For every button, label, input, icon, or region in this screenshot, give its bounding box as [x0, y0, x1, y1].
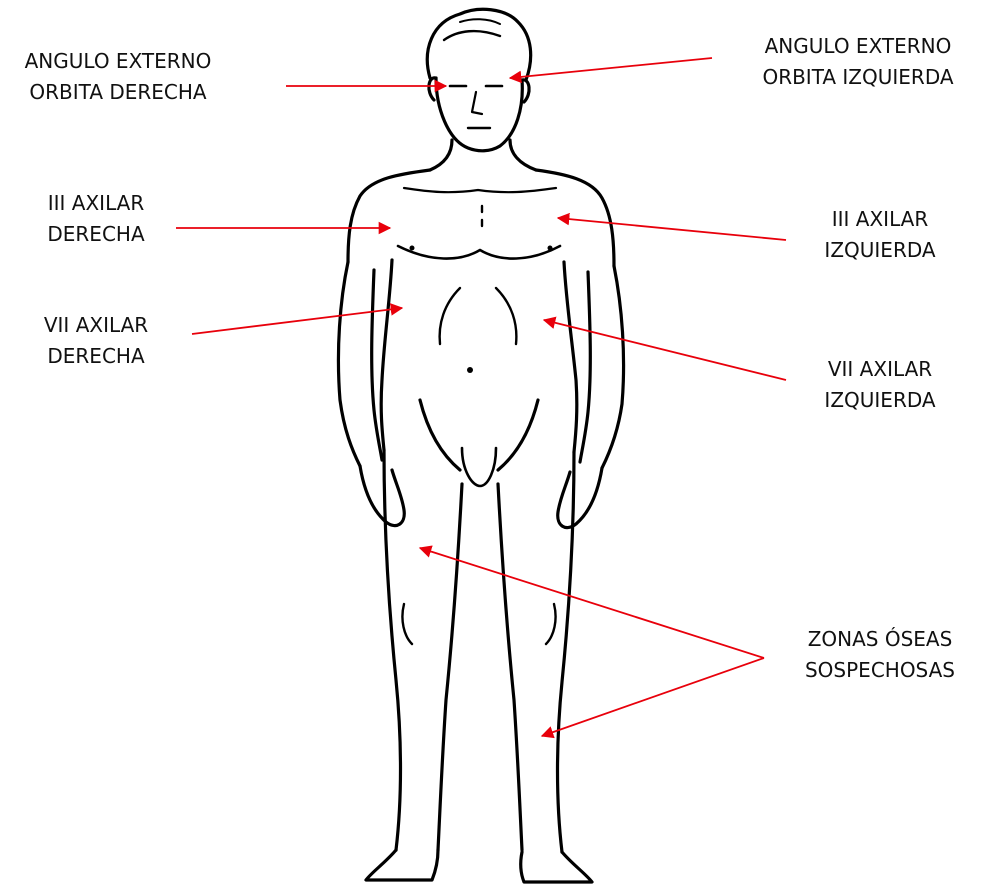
pectoral-line [398, 246, 560, 259]
rib-line-left [496, 288, 516, 344]
groin-left [498, 400, 538, 470]
label-zonas-oseas-sospechosas: ZONAS ÓSEAS SOSPECHOSAS [805, 624, 955, 686]
arrow-vii-axilar-izquierda [544, 320, 786, 380]
rib-line-right [440, 288, 460, 344]
genitals [462, 448, 496, 486]
label-line: IZQUIERDA [824, 385, 935, 416]
label-line: ORBITA DERECHA [25, 77, 212, 108]
label-line: ORBITA IZQUIERDA [762, 62, 953, 93]
body-outline [338, 9, 623, 882]
clavicles [404, 188, 556, 192]
navel [467, 367, 473, 373]
nipple-right [410, 246, 415, 251]
label-line: VII AXILAR [824, 354, 935, 385]
hair-detail [460, 19, 500, 24]
shoulder-right [348, 170, 430, 262]
left-arm-inner [580, 272, 590, 462]
left-leg-outer [558, 452, 575, 852]
label-line: III AXILAR [824, 204, 935, 235]
label-iii-axilar-izquierda: III AXILAR IZQUIERDA [824, 204, 935, 266]
nipple-left [548, 246, 553, 251]
left-arm-outer [602, 266, 624, 468]
pointer-arrows [176, 58, 786, 736]
arrow-zonas-oseas-rodilla [420, 548, 764, 658]
left-knee [546, 604, 556, 644]
right-knee [402, 604, 412, 644]
left-hand [558, 468, 602, 528]
label-vii-axilar-derecha: VII AXILAR DERECHA [44, 310, 148, 372]
label-line: ANGULO EXTERNO [762, 31, 953, 62]
label-line: ANGULO EXTERNO [25, 46, 212, 77]
neck-right [430, 140, 452, 170]
label-line: DERECHA [44, 341, 148, 372]
label-angulo-externo-orbita-izquierda: ANGULO EXTERNO ORBITA IZQUIERDA [762, 31, 953, 93]
label-iii-axilar-derecha: III AXILAR DERECHA [47, 188, 144, 250]
right-leg-inner [438, 484, 462, 850]
right-arm-inner [372, 270, 382, 460]
groin-right [420, 400, 460, 470]
label-line: III AXILAR [47, 188, 144, 219]
label-line: IZQUIERDA [824, 235, 935, 266]
neck-left [510, 140, 536, 170]
arrow-iii-axilar-izquierda [558, 218, 786, 240]
right-foot [366, 850, 438, 880]
arrow-orbita-izquierda [510, 58, 712, 78]
label-angulo-externo-orbita-derecha: ANGULO EXTERNO ORBITA DERECHA [25, 46, 212, 108]
label-line: VII AXILAR [44, 310, 148, 341]
label-line: DERECHA [47, 219, 144, 250]
right-arm-outer [338, 262, 360, 466]
hair-detail [444, 31, 500, 40]
label-line: SOSPECHOSAS [805, 655, 955, 686]
torso-side-right [381, 260, 392, 450]
nose [472, 92, 482, 114]
label-line: ZONAS ÓSEAS [805, 624, 955, 655]
left-foot [521, 852, 592, 882]
torso-side-left [564, 262, 577, 452]
right-hand [360, 466, 404, 526]
label-vii-axilar-izquierda: VII AXILAR IZQUIERDA [824, 354, 935, 416]
left-leg-inner [498, 484, 522, 850]
right-leg-outer [384, 450, 401, 850]
arrow-zonas-oseas-pierna [542, 658, 764, 736]
